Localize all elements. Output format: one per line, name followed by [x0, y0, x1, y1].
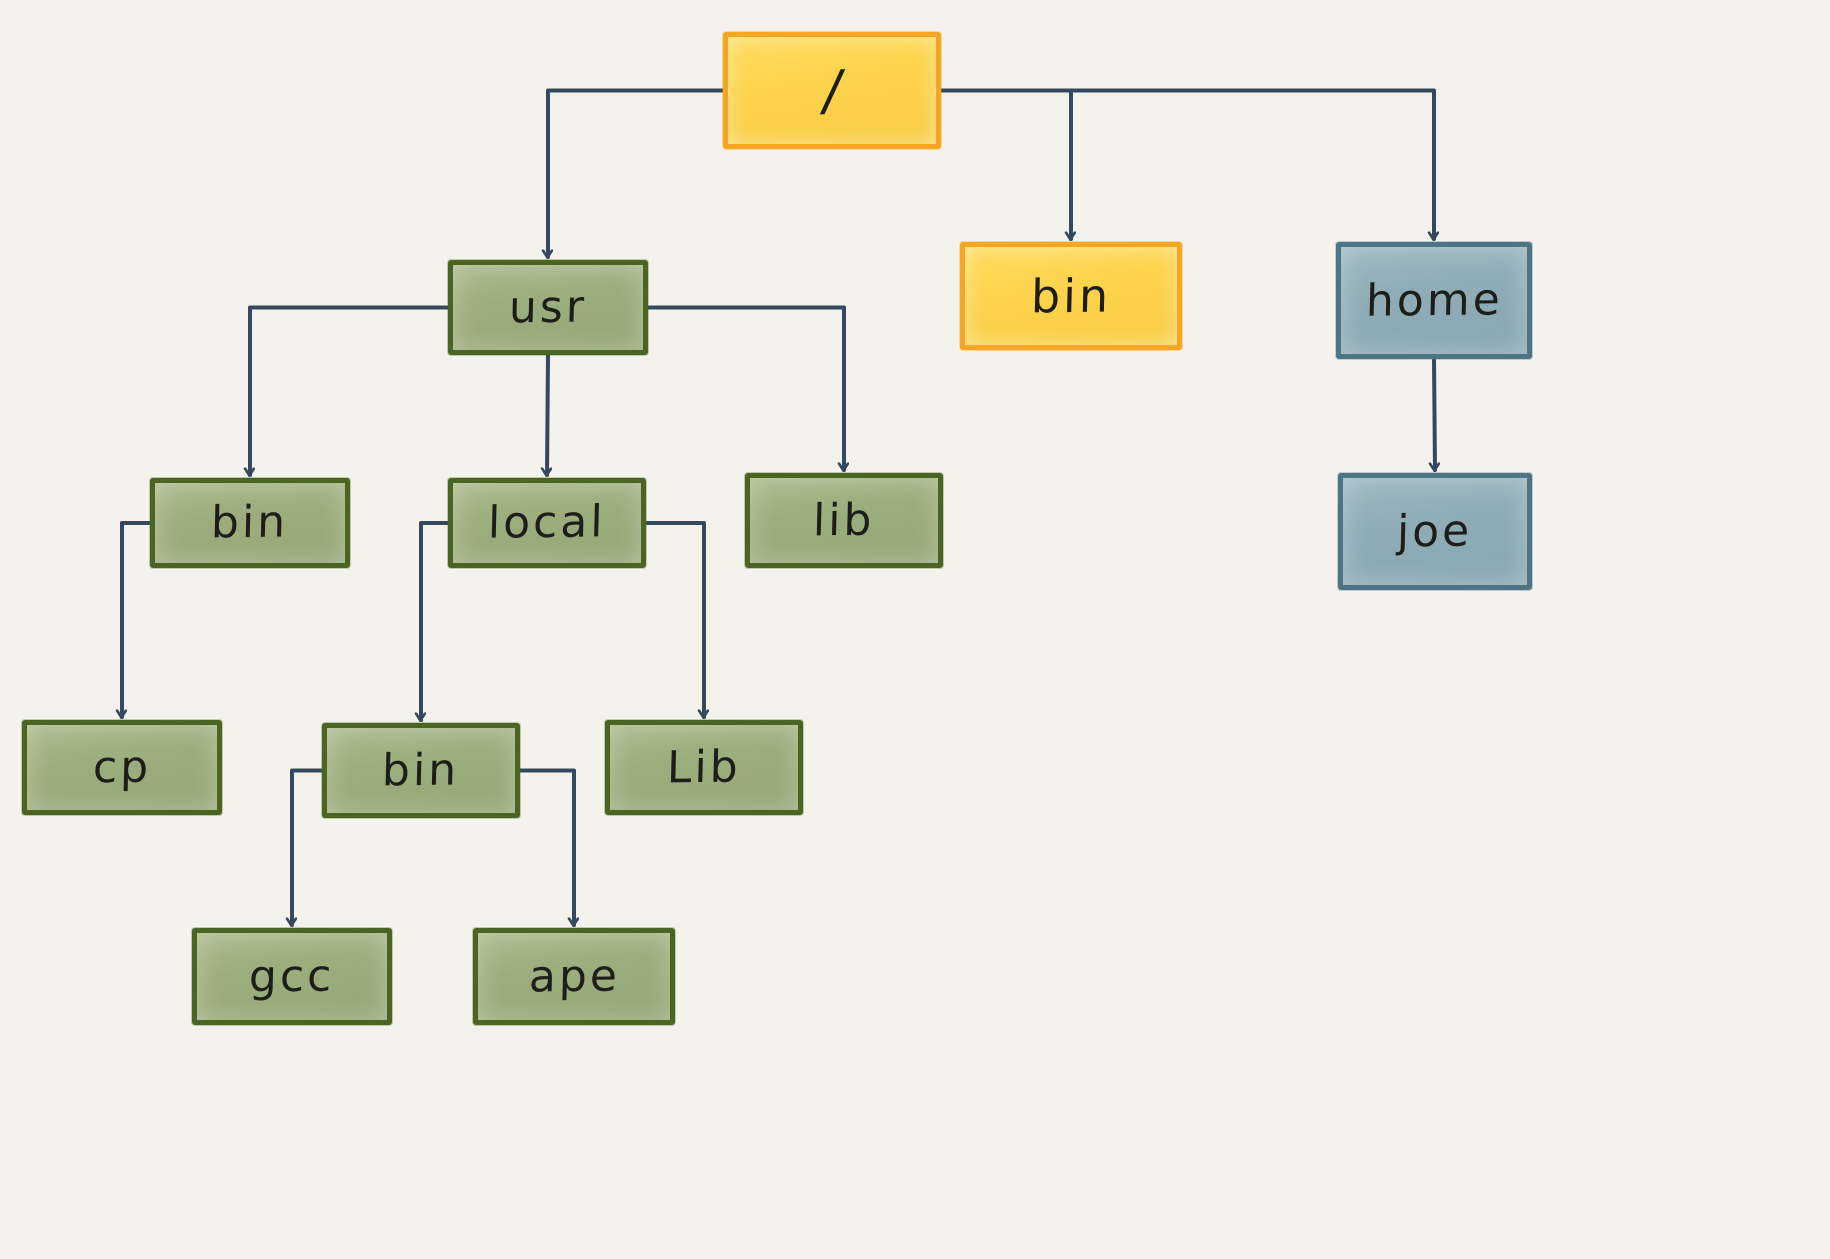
- tree-node-label: home: [1364, 273, 1504, 327]
- tree-node-label: gcc: [248, 950, 336, 1002]
- tree-node-gcc[interactable]: gcc: [192, 928, 392, 1025]
- tree-edge: [122, 521, 152, 719]
- tree-node-label: bin: [1030, 268, 1112, 324]
- tree-node-label: ape: [527, 950, 621, 1002]
- tree-edge: [518, 768, 574, 927]
- tree-node-usr_lib[interactable]: lib: [745, 473, 943, 568]
- tree-edge: [939, 88, 1071, 241]
- tree-edge: [547, 353, 548, 477]
- tree-edge: [644, 521, 704, 719]
- tree-node-label: /: [821, 58, 843, 122]
- tree-edge: [646, 305, 844, 472]
- tree-node-label: usr: [508, 281, 588, 333]
- tree-edge: [548, 88, 725, 259]
- tree-node-usr_bin[interactable]: bin: [150, 478, 350, 568]
- tree-node-label: bin: [381, 744, 461, 796]
- tree-node-label: Lib: [666, 741, 742, 793]
- tree-edge: [1434, 357, 1435, 472]
- tree-node-root[interactable]: /: [723, 32, 941, 149]
- tree-node-cp[interactable]: cp: [22, 720, 222, 815]
- tree-node-label: local: [487, 496, 607, 549]
- tree-edge: [292, 768, 324, 927]
- tree-node-label: cp: [92, 741, 152, 793]
- tree-node-ape[interactable]: ape: [473, 928, 675, 1025]
- tree-edge: [250, 305, 450, 477]
- tree-node-bin_root[interactable]: bin: [960, 242, 1182, 350]
- tree-node-joe[interactable]: joe: [1338, 473, 1532, 590]
- tree-node-usr[interactable]: usr: [448, 260, 648, 355]
- tree-edge: [939, 88, 1434, 241]
- tree-node-label: joe: [1396, 505, 1474, 557]
- tree-edge: [421, 521, 450, 722]
- tree-node-home[interactable]: home: [1336, 242, 1532, 359]
- tree-node-label: lib: [812, 494, 876, 546]
- tree-node-local_bin[interactable]: bin: [322, 723, 520, 818]
- tree-node-usr_local[interactable]: local: [448, 478, 646, 568]
- tree-node-label: bin: [210, 496, 290, 549]
- tree-node-local_lib[interactable]: Lib: [605, 720, 803, 815]
